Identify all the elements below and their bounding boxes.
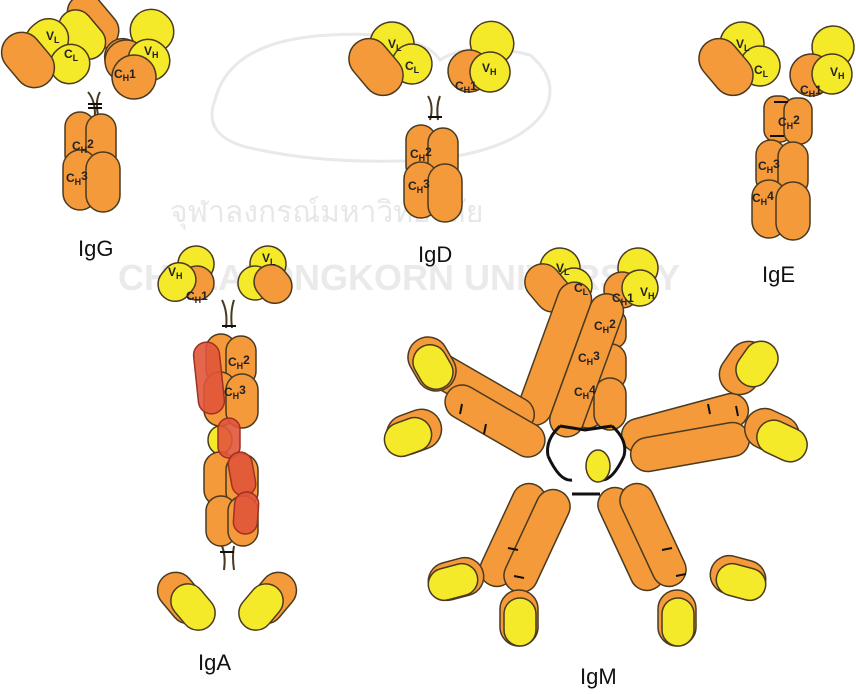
iga-antibody: VH CH1 VL CH2 CH3 — [150, 239, 304, 637]
caption-igg: IgG — [78, 236, 113, 262]
igd-antibody: VL CL VH CH1 CH2 CH3 — [341, 13, 523, 222]
caption-ige: IgE — [762, 262, 795, 288]
caption-iga: IgA — [198, 650, 231, 676]
igg-antibody: VL CL VH CH1 CH2 CH3 — [0, 0, 182, 212]
ige-antibody: VL CL VH CH1 CH2 CH3 CH4 — [691, 13, 856, 240]
caption-igd: IgD — [418, 242, 452, 268]
igm-antibody: VL CL VH CH1 CH2 CH3 CH4 — [380, 240, 813, 646]
caption-igm: IgM — [580, 664, 617, 690]
